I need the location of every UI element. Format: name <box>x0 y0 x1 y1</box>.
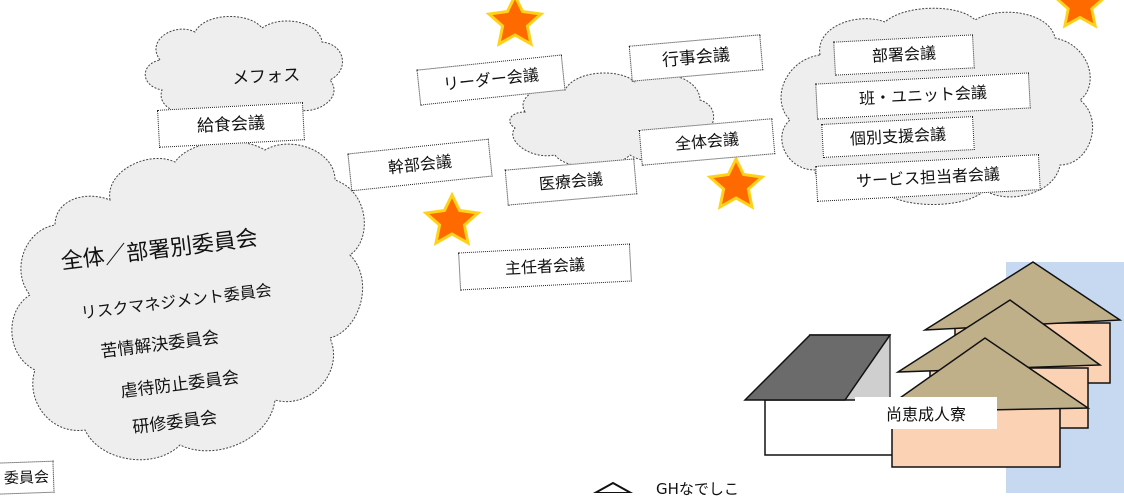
small-roof-shape <box>592 481 634 493</box>
star-icon <box>485 0 545 47</box>
gray-house <box>743 334 896 456</box>
label-kyushoku: 給食会議 <box>157 102 305 148</box>
gh-partial-text: GHなでしこ <box>656 480 739 498</box>
cloud-mefos <box>144 16 343 122</box>
star-icon <box>1056 0 1104 29</box>
star-icon <box>422 191 482 246</box>
star-icon <box>706 155 766 210</box>
label-iinkai-partial: 委員会 <box>0 460 55 496</box>
cloud-committee <box>11 140 365 461</box>
cloud-mefos-text: メフォス <box>231 65 301 89</box>
house-label: 尚恵成人寮 <box>855 397 997 429</box>
